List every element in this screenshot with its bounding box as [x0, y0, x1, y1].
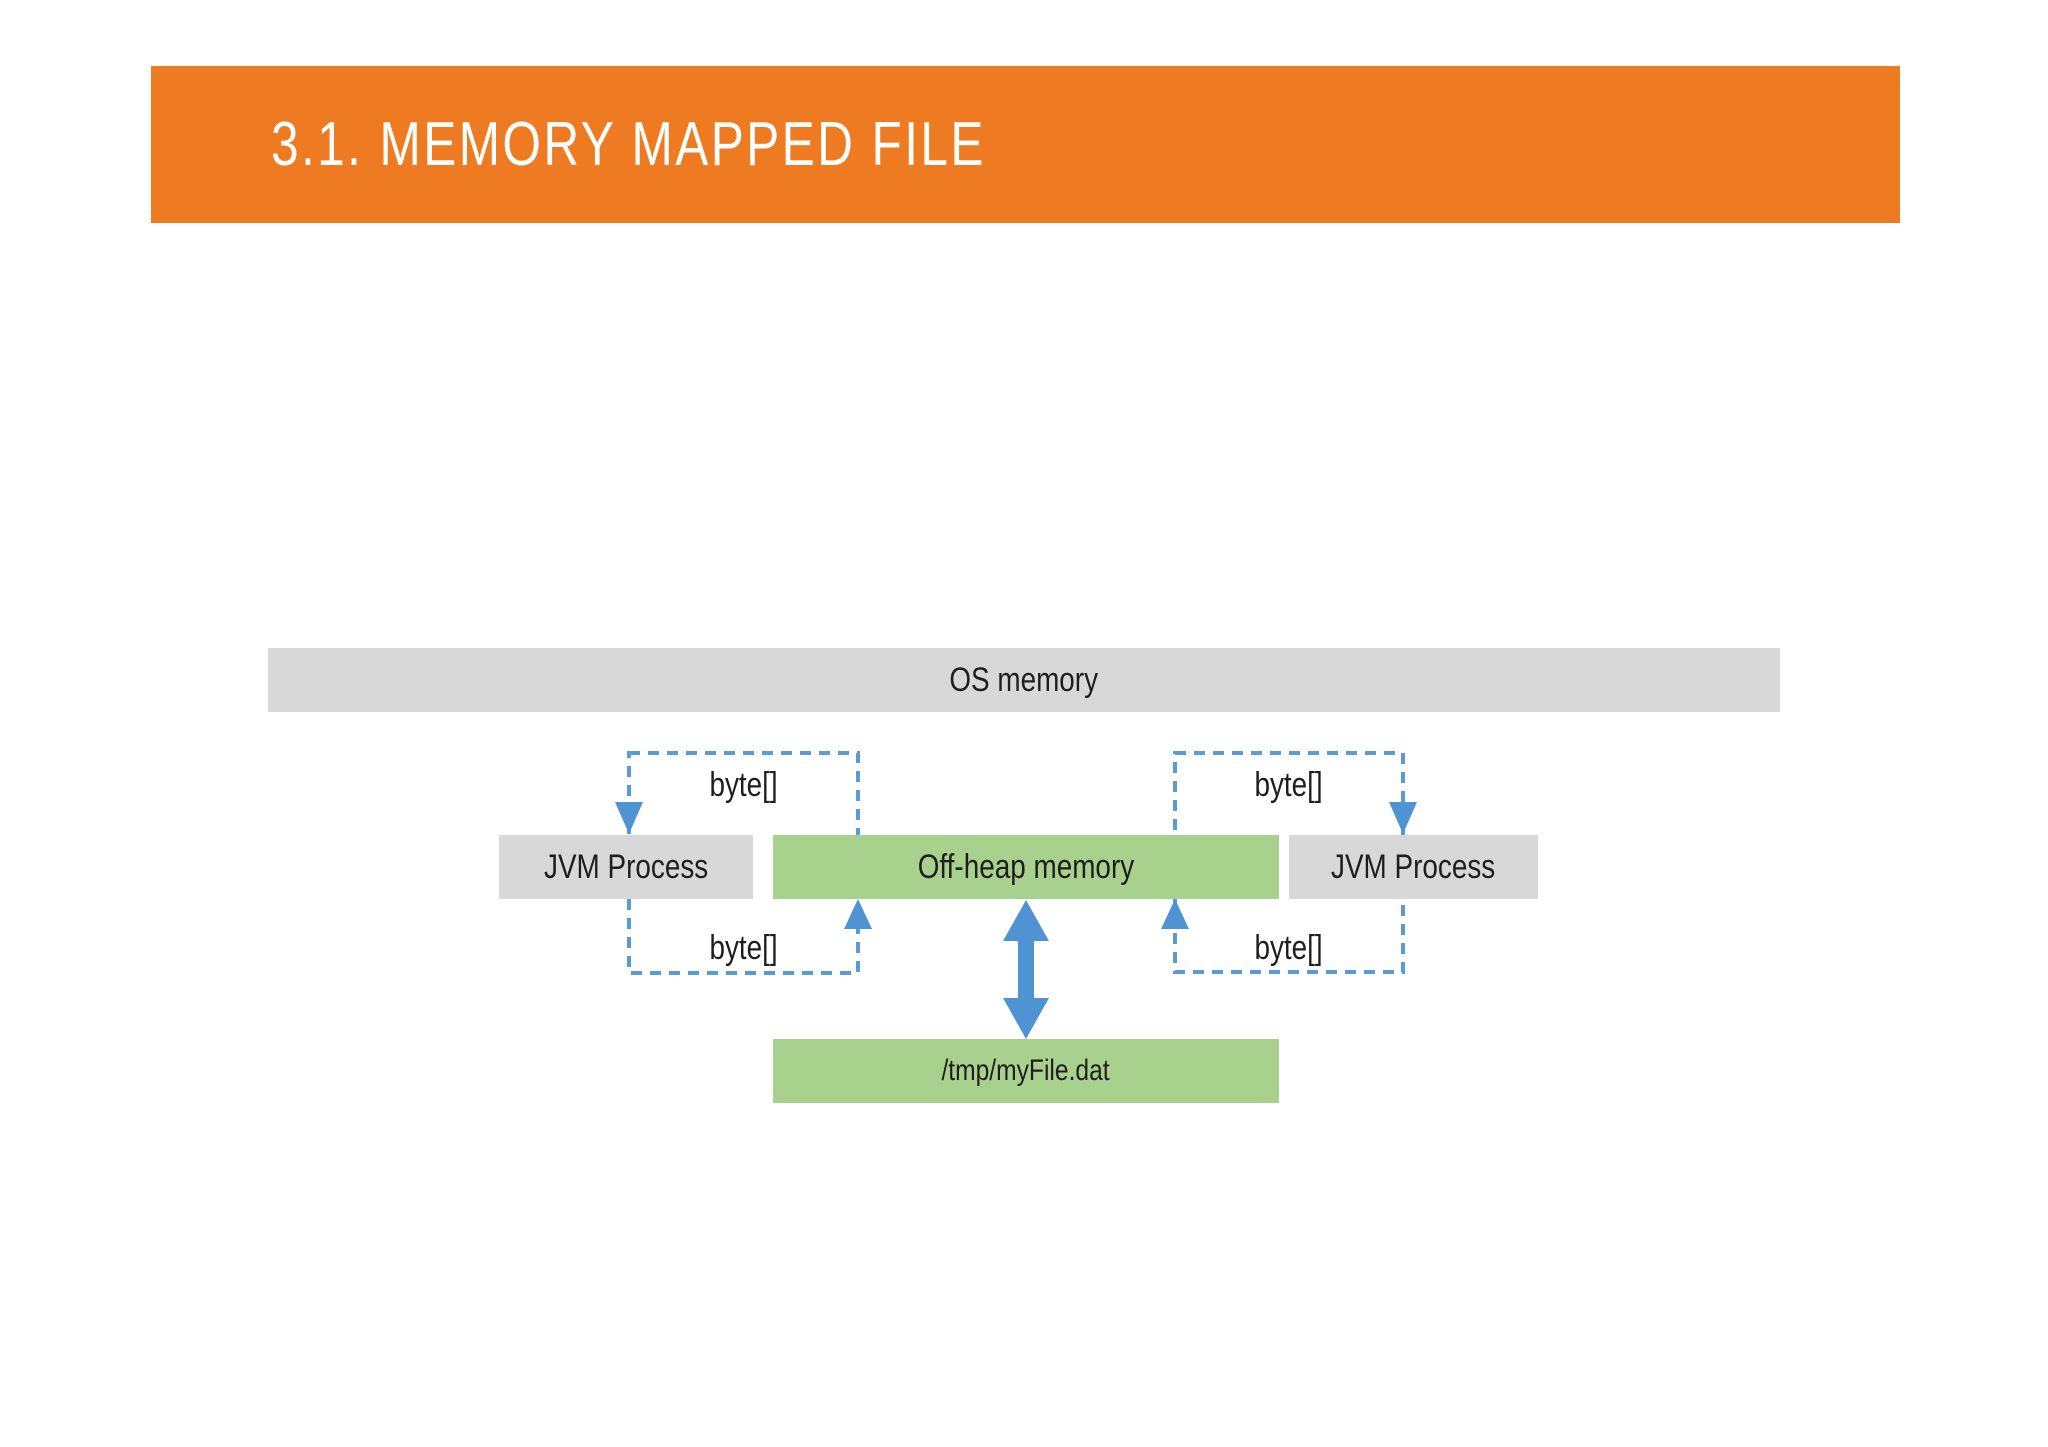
slide-title-text: 3.1. MEMORY MAPPED FILE — [271, 110, 986, 179]
mapped-file-label: /tmp/myFile.dat — [941, 1054, 1111, 1087]
offheap-memory-box: Off-heap memory — [773, 835, 1279, 899]
byte-array-label-bottom-right: byte[] — [1254, 928, 1324, 967]
arrow-up-into-offheap-left-icon — [844, 899, 872, 929]
jvm-process-box-right: JVM Process — [1289, 835, 1538, 899]
os-memory-box: OS memory — [268, 648, 1780, 712]
arrow-down-into-left-jvm-icon — [615, 802, 643, 834]
byte-array-label-top-right: byte[] — [1254, 765, 1324, 804]
jvm-process-box-left: JVM Process — [499, 835, 753, 899]
jvm-process-left-label: JVM Process — [543, 847, 709, 886]
bidirectional-arrow-offheap-file-icon — [1003, 900, 1049, 1039]
offheap-memory-label: Off-heap memory — [917, 847, 1135, 886]
arrow-down-into-right-jvm-icon — [1389, 802, 1417, 834]
arrow-up-into-offheap-right-icon — [1161, 899, 1189, 929]
jvm-process-right-label: JVM Process — [1331, 847, 1496, 886]
slide-title: 3.1. MEMORY MAPPED FILE — [151, 109, 1165, 180]
byte-array-label-bottom-left: byte[] — [709, 928, 779, 967]
slide-title-bar: 3.1. MEMORY MAPPED FILE — [151, 66, 1900, 223]
os-memory-label: OS memory — [949, 660, 1099, 699]
mapped-file-box: /tmp/myFile.dat — [773, 1039, 1279, 1103]
byte-array-label-top-left: byte[] — [709, 765, 779, 804]
